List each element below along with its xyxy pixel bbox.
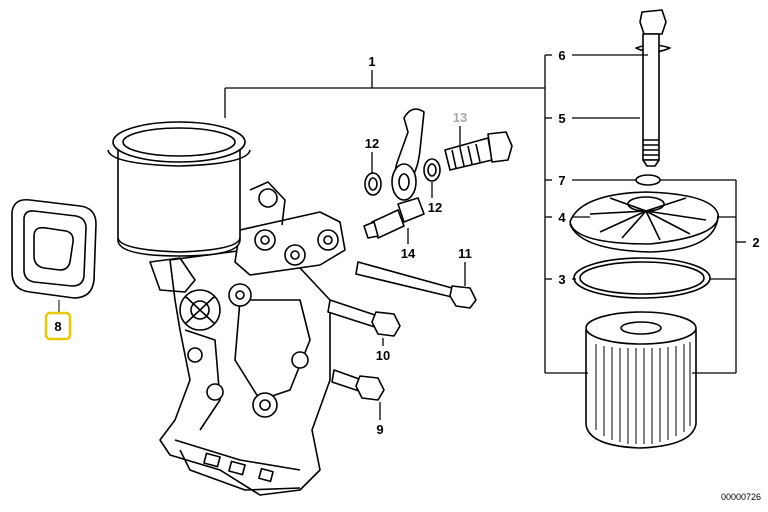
callout-3: 3 (558, 272, 565, 287)
callout-12-upper: 12 (365, 136, 379, 151)
callout-9: 9 (376, 422, 383, 437)
sensor-part (363, 197, 425, 239)
small-o-ring-part (635, 174, 661, 186)
leader-lines (224, 54, 746, 420)
callout-5: 5 (558, 111, 565, 126)
filter-element-part (585, 311, 697, 449)
callout-7: 7 (558, 173, 565, 188)
bolt-10-part (327, 299, 401, 337)
callout-6: 6 (558, 48, 565, 63)
filter-cover-part (569, 191, 719, 253)
banjo-bolt-part (444, 131, 513, 171)
drawing-code: 00000726 (721, 492, 761, 502)
callout-2: 2 (752, 235, 759, 250)
oil-filter-housing (107, 121, 346, 496)
sealing-ring-parts (364, 158, 441, 196)
long-bolt-part (355, 261, 477, 309)
gasket-part (11, 198, 97, 299)
callout-10: 10 (376, 348, 390, 363)
bolt-9-part (331, 369, 385, 401)
callout-4: 4 (558, 210, 566, 225)
callout-11: 11 (458, 246, 472, 261)
callout-1: 1 (368, 54, 375, 69)
callout-13: 13 (453, 110, 467, 125)
sealing-ring-large-part (573, 257, 711, 299)
callout-14: 14 (401, 246, 416, 261)
cover-bolt-part (635, 9, 671, 167)
callout-12-lower: 12 (428, 200, 442, 215)
highlight-box-8 (44, 311, 72, 341)
banjo-pipe-part (391, 108, 425, 201)
callout-8: 8 (54, 319, 61, 334)
